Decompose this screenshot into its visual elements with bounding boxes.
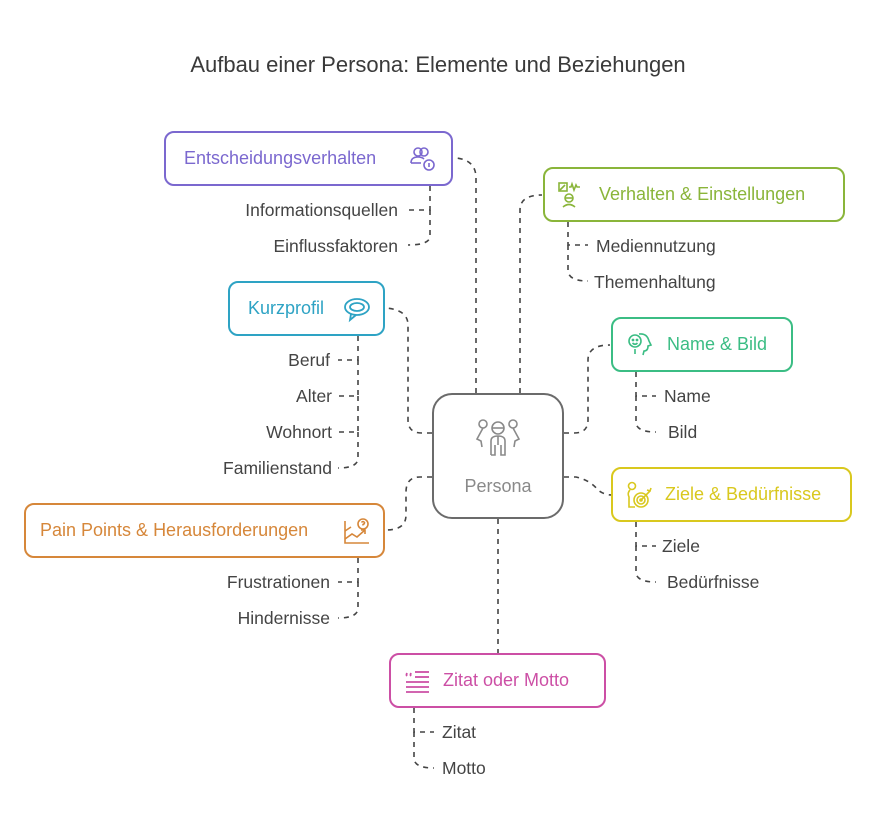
node-ziele-beduerfnisse[interactable]: Ziele & Bedürfnisse: [611, 467, 852, 522]
link-ziele: [564, 476, 613, 496]
link-leaf-alter: [338, 360, 359, 397]
node-label: Pain Points & Herausforderungen: [40, 520, 309, 540]
link-leaf-themenhaltung: [567, 245, 589, 282]
leaf-beduerfnisse: Bedürfnisse: [667, 572, 760, 592]
center-label: Persona: [464, 476, 532, 496]
link-leaf-wohnort: [338, 396, 359, 433]
speech-bubble-icon: [343, 295, 371, 323]
link-entscheidungsverhalten: [455, 157, 477, 393]
users-info-icon: [409, 145, 437, 173]
leaf-informationsquellen: Informationsquellen: [245, 200, 398, 220]
leaf-motto: Motto: [442, 758, 486, 778]
node-pain-points[interactable]: Pain Points & Herausforderungen: [24, 503, 385, 558]
link-leaf-hindernisse: [337, 582, 359, 619]
chart-question-icon: [343, 517, 371, 545]
link-leaf-beduerfnisse: [635, 546, 657, 583]
node-label: Ziele & Bedürfnisse: [665, 484, 822, 504]
node-label: Verhalten & Einstellungen: [599, 184, 806, 204]
center-node-persona[interactable]: Persona: [432, 393, 564, 519]
leaf-mediennutzung: Mediennutzung: [596, 236, 716, 256]
leaf-name: Name: [664, 386, 711, 406]
leaf-einflussfaktoren: Einflussfaktoren: [273, 236, 398, 256]
face-profile-icon: [625, 331, 653, 359]
node-label: Kurzprofil: [248, 298, 325, 318]
leaf-wohnort: Wohnort: [266, 422, 332, 442]
link-leaf-informationsquellen: [408, 186, 431, 211]
link-leaf-zitat: [413, 708, 434, 733]
link-name-bild: [564, 344, 611, 434]
link-leaf-familienstand: [337, 432, 359, 469]
link-leaf-bild: [635, 396, 657, 433]
person-target-icon: [625, 481, 653, 509]
link-leaf-beruf: [338, 336, 359, 361]
node-kurzprofil[interactable]: Kurzprofil: [228, 281, 385, 336]
leaf-zitat: Zitat: [442, 722, 477, 742]
leaf-ziele: Ziele: [662, 536, 700, 556]
link-leaf-frustrationen: [338, 558, 359, 583]
node-zitat-motto[interactable]: Zitat oder Motto: [389, 653, 606, 708]
leaf-familienstand: Familienstand: [223, 458, 332, 478]
group-persona-icon: [473, 415, 523, 470]
link-leaf-motto: [413, 732, 435, 769]
leaf-bild: Bild: [668, 422, 698, 442]
node-name-bild[interactable]: Name & Bild: [611, 317, 793, 372]
node-label: Name & Bild: [667, 334, 768, 354]
node-label: Zitat oder Motto: [443, 670, 570, 690]
leaf-hindernisse: Hindernisse: [237, 608, 330, 628]
diagram-title: Aufbau einer Persona: Elemente und Bezie…: [190, 52, 686, 77]
leaf-frustrationen: Frustrationen: [226, 572, 330, 592]
leaf-alter: Alter: [296, 386, 332, 406]
link-leaf-mediennutzung: [567, 222, 588, 246]
node-verhalten-einstellungen[interactable]: Verhalten & Einstellungen: [543, 167, 845, 222]
link-leaf-einflussfaktoren: [407, 210, 431, 246]
link-verhalten: [519, 194, 543, 393]
quote-lines-icon: [403, 667, 431, 695]
node-label: Entscheidungsverhalten: [184, 148, 377, 168]
link-pain-points: [385, 476, 432, 531]
leaf-themenhaltung: Themenhaltung: [594, 272, 716, 292]
link-leaf-ziele: [635, 522, 656, 547]
link-leaf-name: [635, 372, 656, 397]
media-behavior-icon: [557, 180, 585, 209]
node-entscheidungsverhalten[interactable]: Entscheidungsverhalten: [164, 131, 453, 186]
link-kurzprofil: [385, 307, 432, 434]
leaf-beruf: Beruf: [288, 350, 330, 370]
